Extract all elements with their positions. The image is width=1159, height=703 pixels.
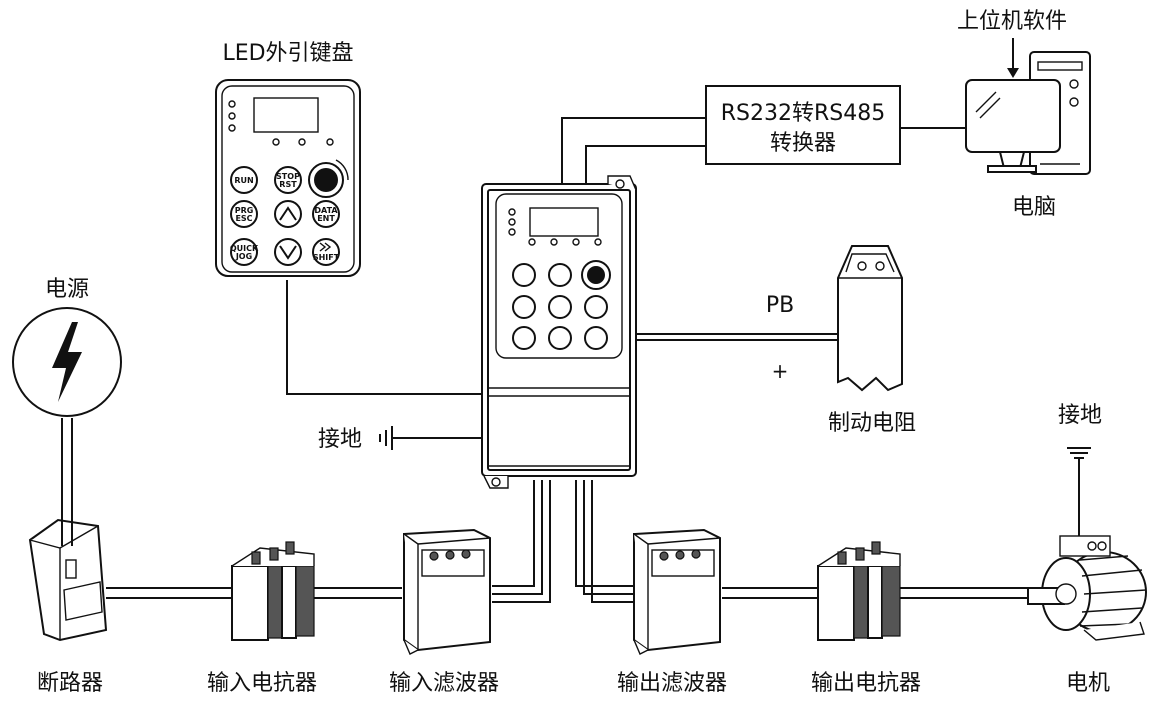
arrow-head-icon [1007, 68, 1019, 78]
input-filter: 输入滤波器 [389, 528, 499, 696]
brake-resistor: PB + 制动电阻 [766, 245, 916, 436]
wire-comm-b [585, 145, 706, 184]
wire-keypad [286, 280, 484, 395]
wire-out-c [591, 480, 634, 603]
converter-box: RS232转RS485 转换器 [705, 85, 901, 165]
output-reactor: 输出电抗器 [811, 541, 921, 696]
up-arrow-icon [279, 206, 297, 221]
ground-right-label: 接地 [1058, 403, 1102, 428]
key-quick-jog: JOG [235, 252, 252, 261]
lightning-icon [52, 322, 82, 402]
led-keypad: RUN STOP RST PRG ESC DATA ENT QUICK JOG … [215, 41, 361, 277]
key-prg-esc: ESC [235, 214, 252, 223]
input-reactor: 输入电抗器 [207, 541, 317, 696]
down-arrow-icon [279, 245, 297, 260]
ground-left: 接地 [318, 426, 393, 452]
input-filter-label: 输入滤波器 [389, 671, 499, 696]
key-quick: QUICK [230, 244, 259, 253]
ground-right: 接地 [1058, 403, 1102, 459]
key-prg: PRG [235, 206, 254, 215]
wire-filter-in-a [492, 480, 535, 587]
inverter-device [481, 175, 637, 489]
output-filter-label: 输出滤波器 [617, 671, 727, 696]
keypad-label: LED外引键盘 [222, 41, 353, 66]
power-label: 电源 [45, 277, 89, 302]
key-stop-rst: RST [279, 180, 297, 189]
computer-label: 电脑 [1012, 195, 1056, 220]
key-shift: SHIFT [313, 253, 340, 262]
converter-label-1: RS232转RS485 [721, 101, 886, 126]
ground-right-icon [1067, 447, 1091, 459]
output-filter: 输出滤波器 [617, 528, 727, 696]
breaker-label: 断路器 [37, 671, 103, 696]
input-reactor-label: 输入电抗器 [207, 671, 317, 696]
wire-filter-in-c [492, 480, 551, 603]
wire-out-a [575, 480, 634, 587]
output-reactor-label: 输出电抗器 [811, 671, 921, 696]
ground-left-label: 接地 [318, 427, 362, 452]
software-label: 上位机软件 [957, 9, 1067, 34]
wire-out-b [583, 480, 634, 595]
breaker-device: 断路器 [28, 512, 108, 696]
motor-device: 电机 [1027, 535, 1147, 696]
brake-resistor-label: 制动电阻 [828, 411, 916, 436]
converter-label-2: 转换器 [770, 131, 836, 156]
pb-label: PB [766, 293, 794, 318]
plus-label: + [772, 359, 789, 383]
computer: 上位机软件 电脑 [957, 9, 1091, 220]
wire-comm-a [561, 117, 706, 184]
key-stop: STOP [276, 172, 300, 181]
key-data: DATA [314, 206, 338, 215]
motor-label: 电机 [1066, 671, 1110, 696]
key-run: RUN [234, 176, 253, 185]
shift-arrows-icon [319, 242, 332, 252]
wire-filter-in-b [492, 480, 543, 595]
power-source: 电源 [12, 277, 122, 417]
key-data-ent: ENT [317, 214, 335, 223]
wiring [61, 38, 1080, 603]
ground-left-icon [379, 426, 393, 450]
